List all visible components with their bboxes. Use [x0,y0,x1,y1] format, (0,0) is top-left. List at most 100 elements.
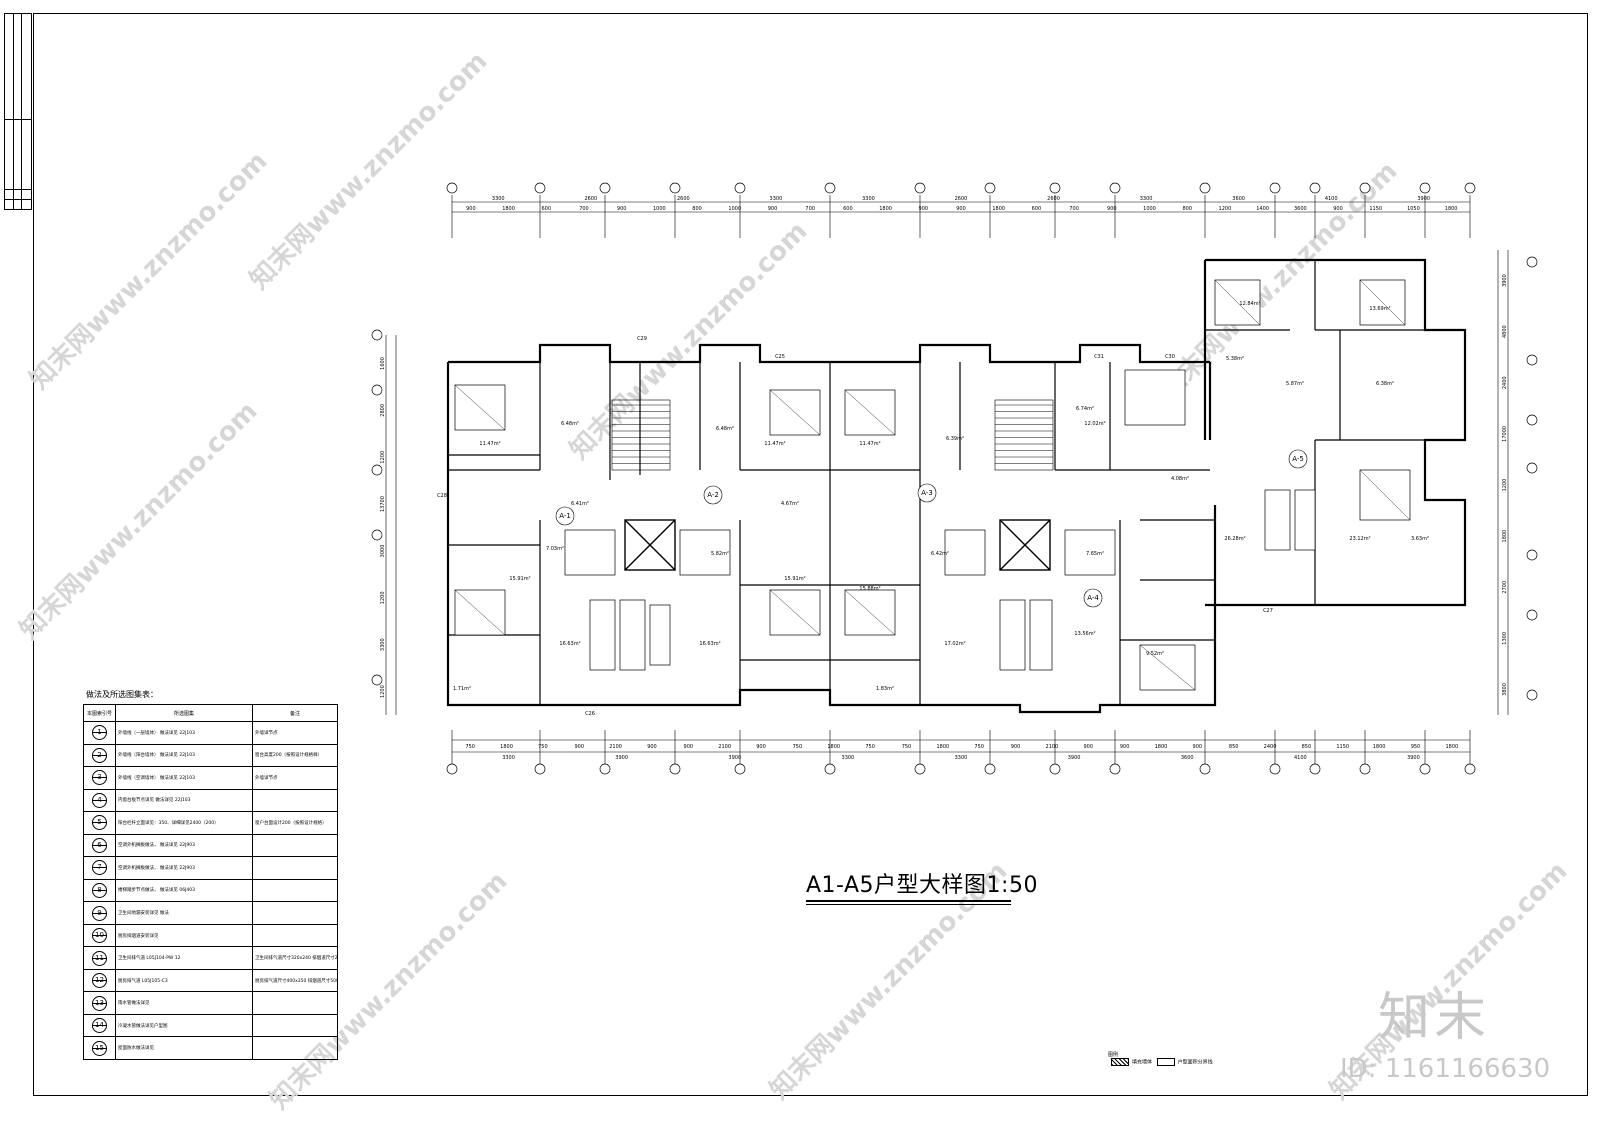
title-block-divider [21,14,22,209]
index-number-cell: 4 [83,788,116,813]
index-number-cell: 15 [83,1036,116,1060]
unit-label-bubble [917,483,937,503]
dimension-label: 3300 [770,196,783,202]
dimension-label: 900 [768,206,778,212]
index-ref-cell: 楼梯踏步节点做法， 做法详见 06J403 [115,878,253,903]
room-area-label: 11.47m² [479,441,500,447]
room-area-label: 13.56m² [1074,631,1095,637]
dimension-label: 4800 [1502,325,1508,338]
index-number-bubble: 11 [92,950,107,966]
axis-bubble [599,763,611,775]
index-ref-cell: 屋面防水做法详见 [115,1036,253,1060]
unit-label: A-2 [707,491,719,499]
index-number-cell: 7 [83,856,116,880]
axis-bubble [1464,763,1476,775]
dimension-label: 3800 [1502,683,1508,696]
dimension-label: 1050 [1407,206,1420,212]
room-area-label: 23.12m² [1349,536,1370,542]
room-area-label: 16.63m² [699,641,720,647]
room-area-label: 17.02m² [944,641,965,647]
index-note-cell [252,788,338,813]
title-block-divider [13,14,14,209]
axis-bubble [1464,182,1476,194]
index-number-cell: 8 [83,878,116,903]
axis-bubble [371,674,383,686]
title-block-divider [5,199,31,200]
index-number-bubble: 14 [92,1018,107,1034]
dimension-label: 1800 [1445,744,1458,750]
dimension-label: 700 [1069,206,1079,212]
dimension-label: 3300 [1140,196,1153,202]
index-ref-cell: 空调外机搁板做法， 做法详见 22J903 [115,833,253,858]
index-number-bubble: 8 [92,882,107,898]
legend-swatch-line [1156,1058,1175,1066]
dimension-label: 900 [647,744,657,750]
index-note-cell [252,923,338,948]
axis-bubble [824,763,836,775]
dimension-label: 950 [1411,744,1421,750]
index-ref-cell: 外墙线（空调墙体） 做法详见 22J103 [115,766,253,790]
room-area-label: 4.08m² [1171,476,1189,482]
dimension-label: 850 [1229,744,1239,750]
dimension-label: 1800 [992,206,1005,212]
index-number-cell: 9 [83,901,116,925]
dimension-label: 900 [617,206,627,212]
dimension-label: 900 [1193,744,1203,750]
axis-bubble [1309,763,1321,775]
dimension-label: 3600 [1294,206,1307,212]
room-area-label: 15.88m² [859,586,880,592]
axis-bubble [1526,414,1538,426]
index-number-bubble: 6 [92,837,107,853]
room-area-label: 6.42m² [931,551,949,557]
dimension-label: 1200 [1502,479,1508,492]
dimension-label: 2600 [955,196,968,202]
room-area-label: 6.74m² [1076,406,1094,412]
dimension-label: 700 [805,206,815,212]
axis-bubble [1049,763,1061,775]
dimension-label: 2600 [584,196,597,202]
dimension-label: 3600 [1181,755,1194,761]
index-table-row: 8 楼梯踏步节点做法， 做法详见 06J403 [83,878,338,903]
axis-bubble [1049,182,1061,194]
index-note-cell: 厨房排气道尺寸400x350 排烟道尺寸500x400 排气口做防倒灌措施 [252,968,338,993]
dimension-label: 2800 [380,404,386,417]
axis-bubble [1269,182,1281,194]
room-area-label: 12.84m² [1239,301,1260,307]
dimension-label: 2400 [1502,376,1508,389]
dimension-label: 1800 [827,744,840,750]
index-ref-cell: 外墙线（阳台墙体） 做法详见 22J103 [115,743,253,768]
axis-bubble [1199,763,1211,775]
room-area-label: 9.52m² [1146,651,1164,657]
axis-bubble [914,763,926,775]
unit-label-bubble [703,485,723,505]
dimension-label: 900 [684,744,694,750]
index-number-bubble: 7 [92,860,107,876]
title-underline [806,900,1011,902]
dimension-label: 1200 [1219,206,1232,212]
unit-label: A-3 [921,489,933,497]
id-watermark: ID: 1161166630 [1340,1054,1551,1084]
window-tag: C28 [437,493,447,499]
dimension-label: 2400 [1264,744,1277,750]
dimension-label: 750 [902,744,912,750]
index-ref-cell: 厨房排气道 L05J105-C3 [115,968,253,993]
dimension-label: 1800 [502,206,515,212]
window-tag: C29 [637,336,647,342]
room-area-label: 6.48m² [716,426,734,432]
dimension-label: 3300 [502,755,515,761]
dimension-label: 3300 [492,196,505,202]
drawing-title: A1-A5户型大样图1:50 [806,873,1038,898]
dimension-label: 1200 [380,591,386,604]
room-area-label: 15.91m² [784,576,805,582]
dimension-label: 700 [579,206,589,212]
axis-bubble [1526,354,1538,366]
index-number-bubble: 5 [92,815,107,831]
axis-bubble [1526,609,1538,621]
dimension-label: 2100 [609,744,622,750]
window-tag: C26 [585,711,595,717]
index-ref-cell: 空调外机搁板做法， 做法详见 22J903 [115,856,253,880]
dimension-label: 3300 [842,755,855,761]
